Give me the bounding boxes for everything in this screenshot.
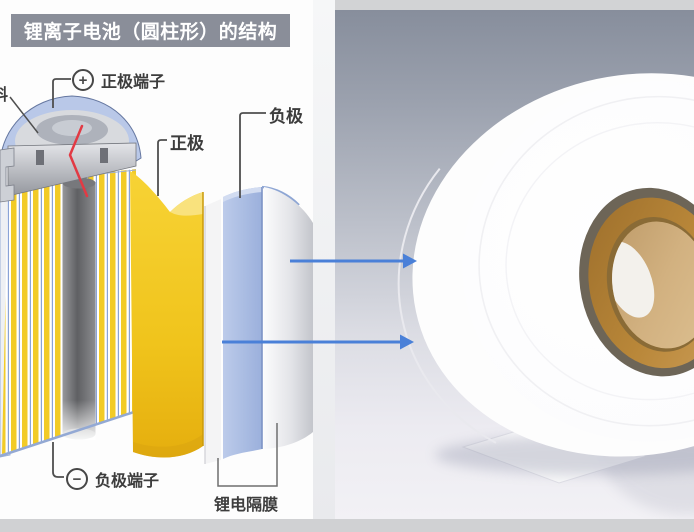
negative-electrode-text: 负极 [269, 107, 303, 126]
core-inner-label [603, 241, 655, 318]
clipped-left-text: 料 [0, 87, 9, 104]
center-pin [62, 177, 96, 440]
battery-diagram-panel: 锂离子电池（圆柱形）的结构 + 正极端子 料 正极 负极 − 负极端子 锂电隔膜 [0, 0, 313, 519]
positive-electrode-layer [130, 171, 204, 458]
roll-photo-art [335, 10, 694, 519]
red-safety-line [68, 124, 89, 198]
negative-electrode-label: 负极 [269, 102, 303, 127]
casing-cut-edge [0, 165, 11, 458]
can-bottom-rim [0, 409, 138, 458]
separator-layer [204, 199, 221, 464]
outer-casing [264, 187, 313, 449]
negative-terminal-text: 负极端子 [95, 473, 160, 490]
minus-icon: − [66, 468, 88, 490]
positive-electrode-label: 正极 [170, 129, 204, 154]
negative-terminal-label: − 负极端子 [66, 467, 159, 491]
top-cap-assembly [0, 95, 142, 203]
separator-text: 锂电隔膜 [214, 497, 279, 514]
jelly-roll-stripes [2, 169, 136, 454]
film-roll [397, 73, 694, 457]
positive-terminal-text: 正极端子 [101, 74, 166, 91]
roll-core [579, 187, 694, 377]
diagram-title: 锂离子电池（圆柱形）的结构 [11, 14, 290, 47]
clipped-left-label: 料 [0, 81, 8, 105]
panel-gap [313, 0, 335, 519]
leader-lines [9, 78, 278, 487]
footer-strip [0, 519, 694, 532]
negative-electrode-layer [223, 185, 300, 459]
positive-electrode-text: 正极 [170, 134, 204, 153]
plus-icon: + [72, 69, 94, 91]
separator-roll-photo [335, 10, 694, 519]
positive-terminal-label: + 正极端子 [72, 68, 165, 92]
separator-label: 锂电隔膜 [214, 491, 278, 515]
